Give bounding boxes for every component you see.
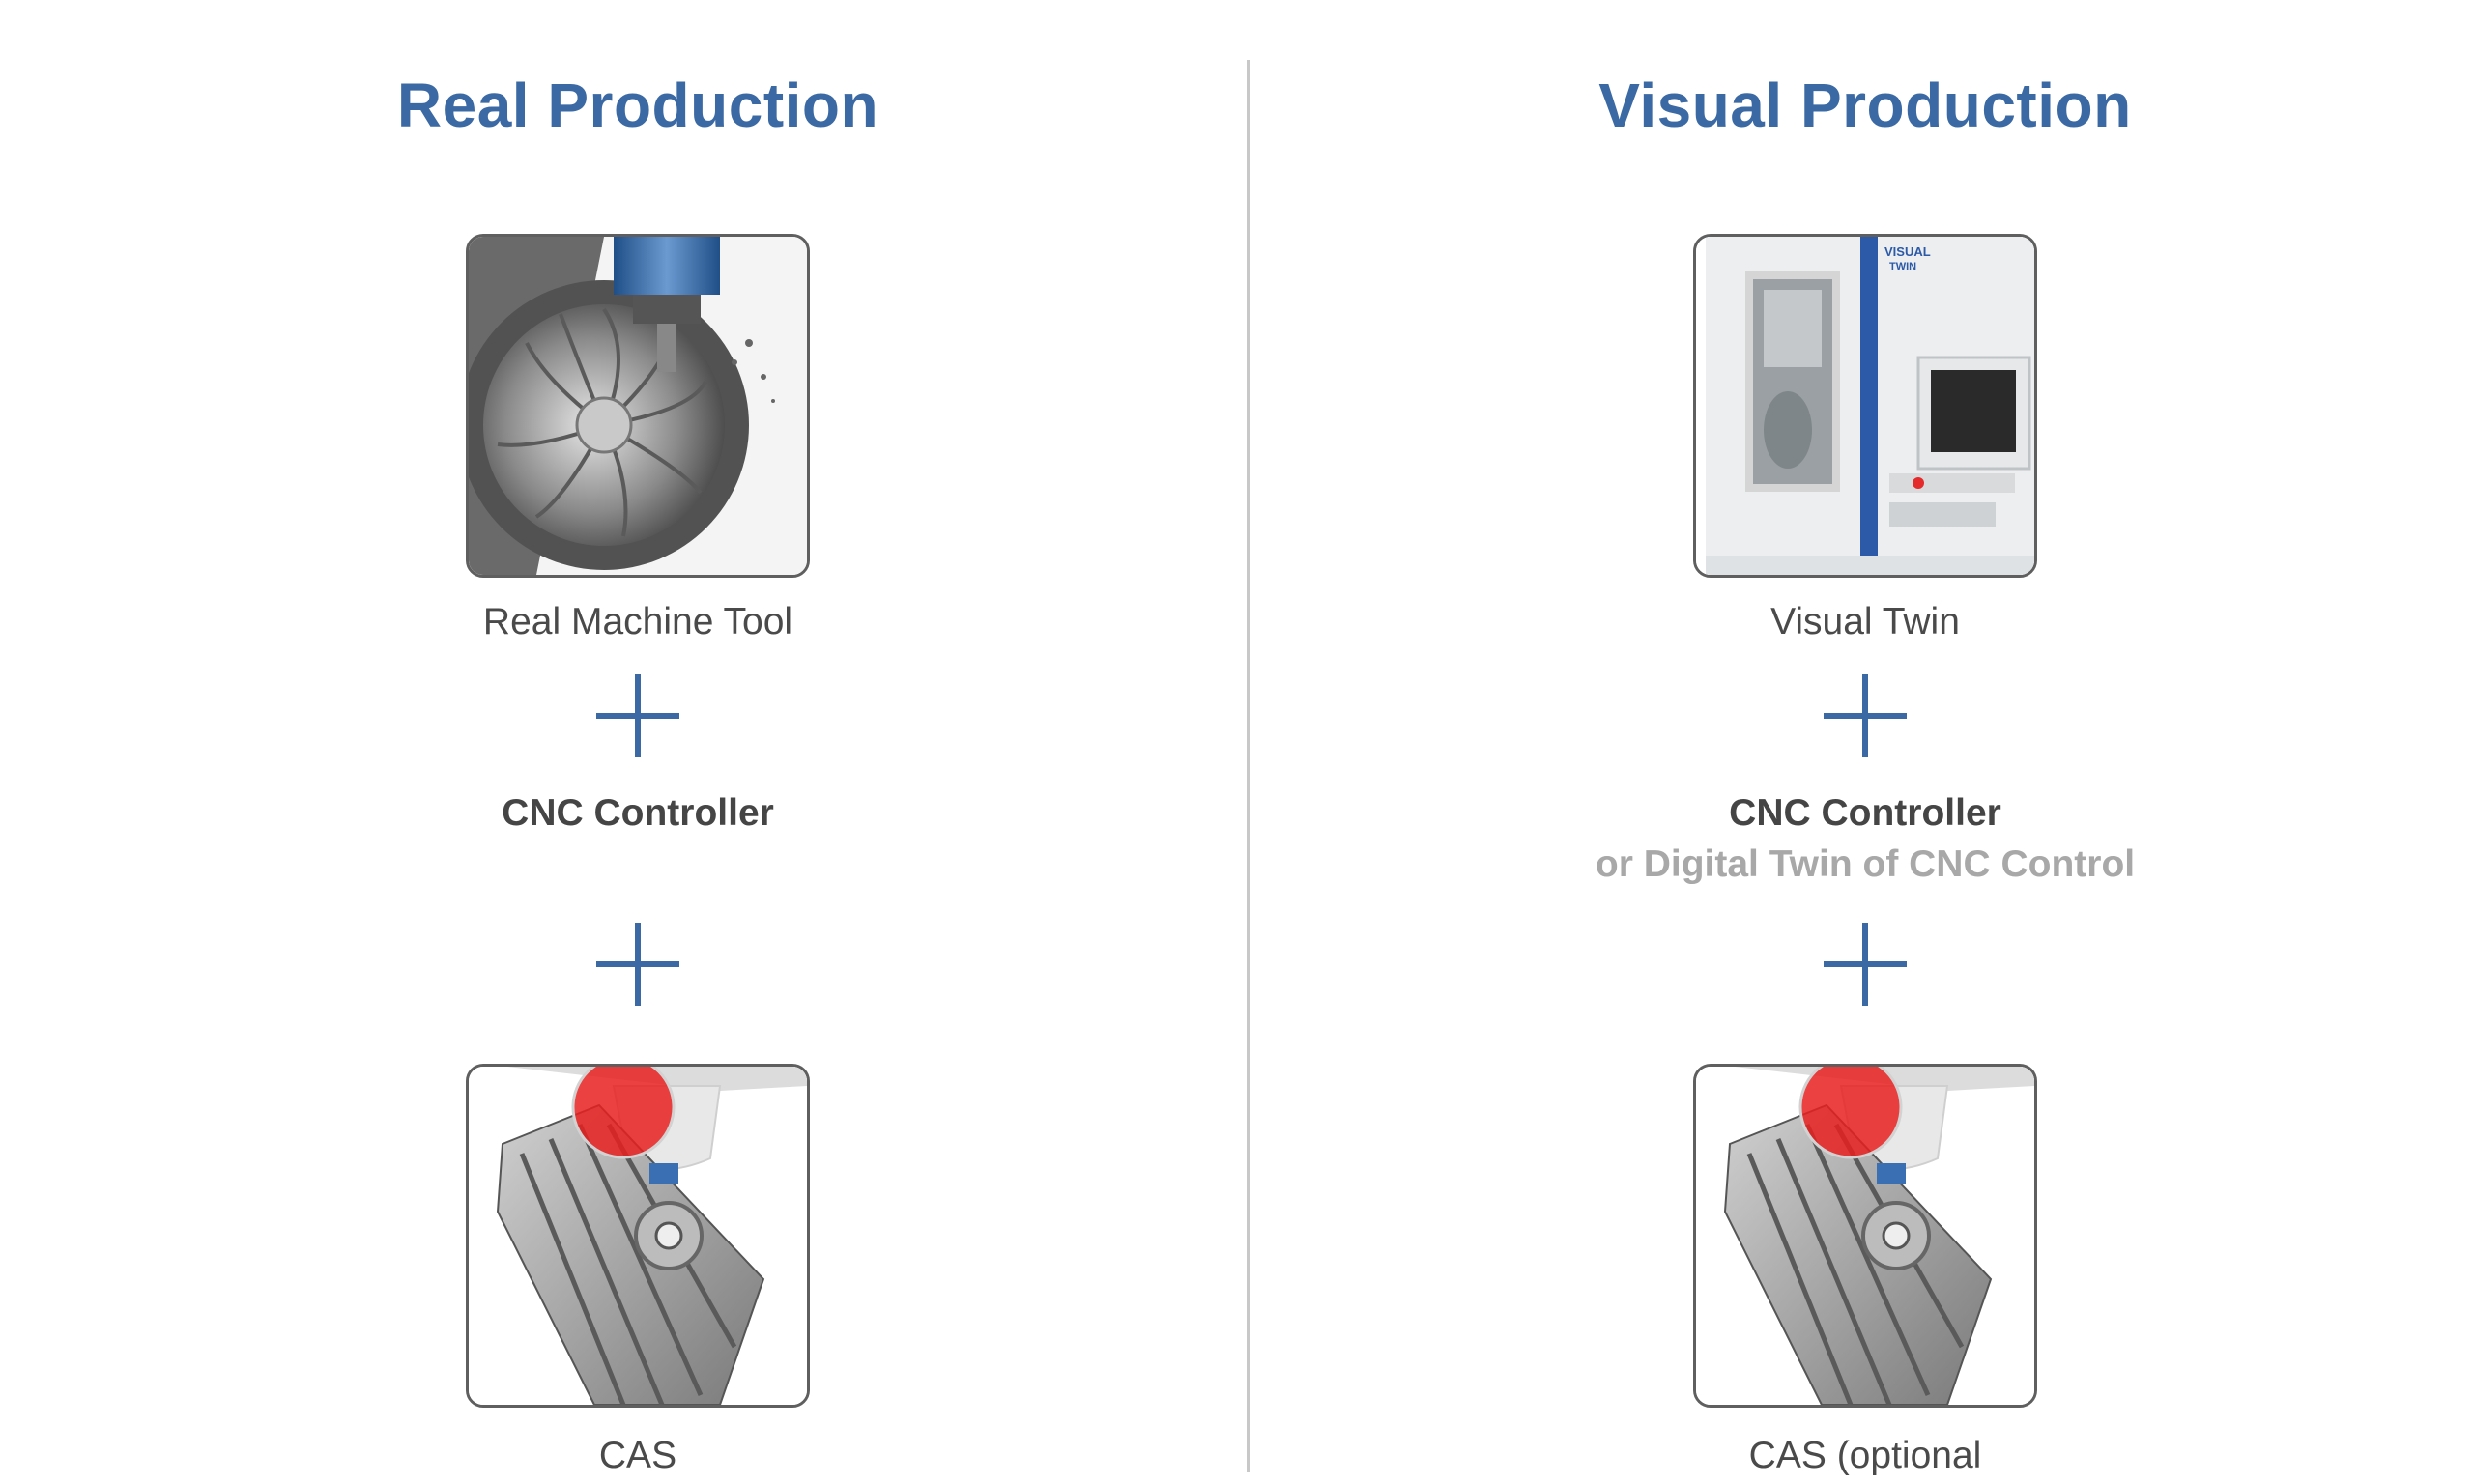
collision-check-icon — [469, 1067, 807, 1405]
cas-optional-image — [1693, 1064, 2037, 1408]
visual-twin-logo-text: VISUAL — [1884, 244, 1931, 259]
svg-text:TWIN: TWIN — [1889, 261, 1916, 272]
cas-optional-caption: CAS (optional — [1748, 1435, 1982, 1476]
visual-twin-image: VISUAL TWIN — [1693, 234, 2037, 578]
cnc-controller-label: CNC Controller — [1729, 792, 2001, 834]
cas-caption: CAS — [598, 1435, 677, 1476]
collision-check-icon — [1696, 1067, 2034, 1405]
column-divider — [1247, 60, 1250, 1472]
visual-production-title: Visual Production — [1598, 71, 2132, 140]
plus-icon — [596, 674, 679, 757]
real-machine-caption: Real Machine Tool — [482, 601, 793, 642]
plus-icon — [596, 923, 679, 1006]
cas-image — [466, 1064, 810, 1408]
cnc-controller-label: CNC Controller — [502, 792, 774, 834]
real-machine-image — [466, 234, 810, 578]
turbine-milling-icon — [469, 237, 807, 575]
real-production-column: Real Production — [126, 0, 1150, 1484]
visual-twin-machine-icon: VISUAL TWIN — [1696, 237, 2034, 575]
plus-icon — [1824, 923, 1907, 1006]
plus-icon — [1824, 674, 1907, 757]
real-production-title: Real Production — [396, 71, 879, 140]
visual-production-column: Visual Production VISUAL TWIN Visual Twi… — [1353, 0, 2377, 1484]
visual-twin-caption: Visual Twin — [1770, 601, 1960, 642]
digital-twin-cnc-label: or Digital Twin of CNC Control — [1595, 843, 2136, 885]
